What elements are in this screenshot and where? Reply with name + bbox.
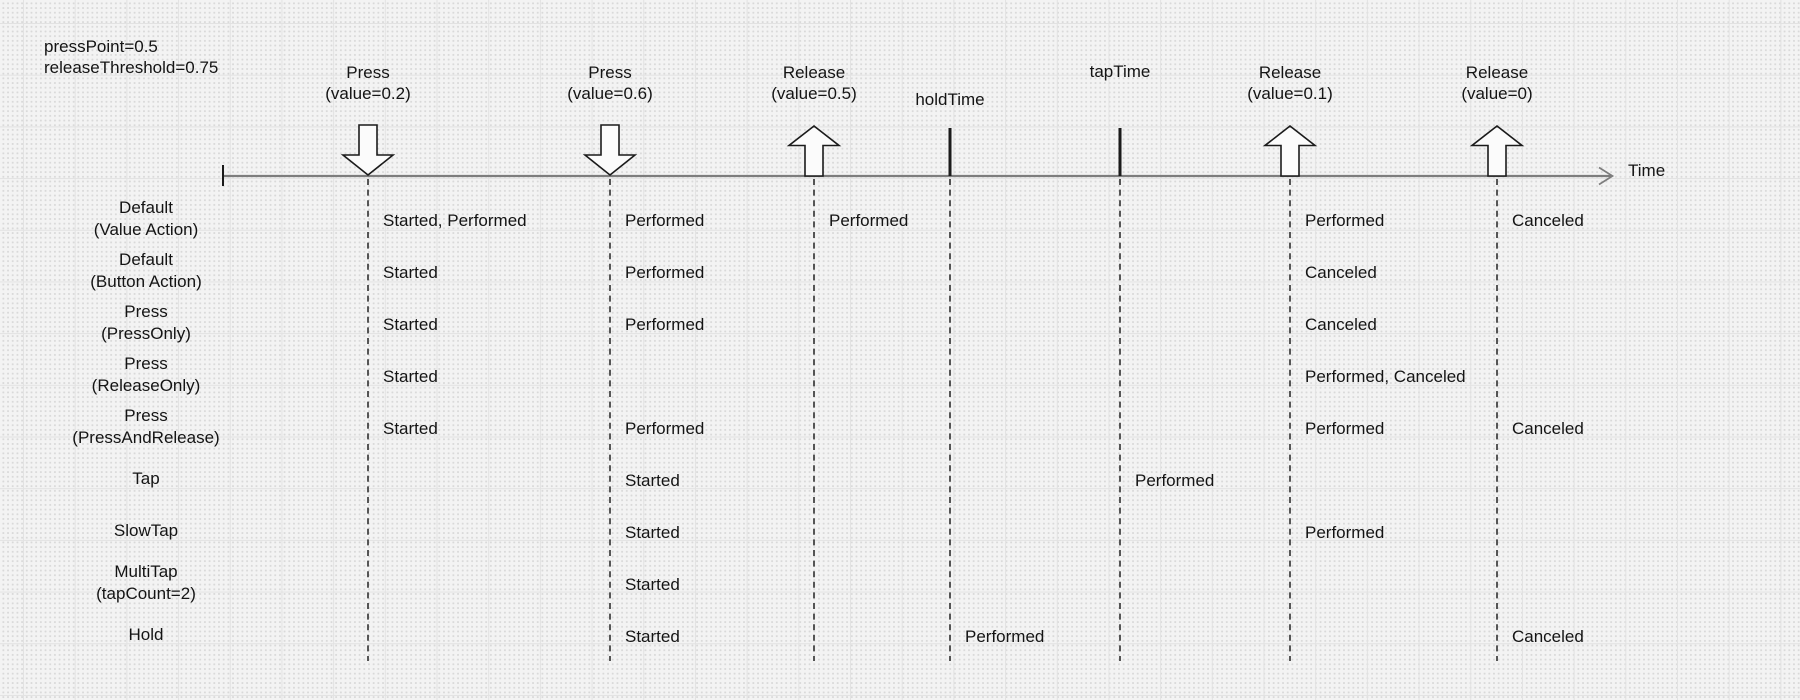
time-axis-label: Time xyxy=(1628,161,1666,180)
event-value-label: (value=0.1) xyxy=(1247,84,1333,103)
row-label-default-buttonaction: Default (Button Action) xyxy=(90,249,202,293)
row-name: Tap xyxy=(132,469,160,488)
press-arrow-down-icon xyxy=(340,124,396,177)
axis-arrowhead-icon xyxy=(1598,166,1615,186)
row-variant: (PressAndRelease) xyxy=(72,428,220,447)
row-name: Default xyxy=(119,198,173,217)
event-value-label: (value=0.5) xyxy=(771,84,857,103)
row-name: Default xyxy=(119,250,173,269)
release-threshold-label: releaseThreshold=0.75 xyxy=(44,58,219,77)
event-label: Press xyxy=(346,63,390,82)
phase-cell: Canceled xyxy=(1512,419,1584,438)
event-label: Release xyxy=(782,63,846,82)
event-title-tap-time: tapTime xyxy=(1090,61,1151,82)
row-name: Hold xyxy=(128,625,164,644)
event-title-release-value-0.1: Release (value=0.1) xyxy=(1247,62,1333,104)
row-variant: (tapCount=2) xyxy=(96,584,196,603)
phase-cell: Performed xyxy=(1305,419,1385,438)
phase-cell: Started xyxy=(383,419,438,438)
phase-cell: Performed xyxy=(1305,523,1385,542)
event-label: Release xyxy=(1465,63,1529,82)
row-variant: (Button Action) xyxy=(90,272,202,291)
row-label-default-valueaction: Default (Value Action) xyxy=(94,197,199,241)
phase-cell: Started, Performed xyxy=(383,211,527,230)
phase-cell: Canceled xyxy=(1305,263,1377,282)
event-title-press-value-0.6: Press (value=0.6) xyxy=(567,62,653,104)
event-title-release-value-0.5: Release (value=0.5) xyxy=(771,62,857,104)
phase-cell: Started xyxy=(625,471,680,490)
event-title-hold-time: holdTime xyxy=(915,89,984,110)
row-label-press-pressandrelease: Press (PressAndRelease) xyxy=(72,405,219,449)
phase-cell: Started xyxy=(383,367,438,386)
phase-cell: Canceled xyxy=(1512,211,1584,230)
phase-cell: Started xyxy=(625,575,680,594)
phase-cell: Started xyxy=(383,315,438,334)
row-variant: (ReleaseOnly) xyxy=(91,376,201,395)
row-name: Press xyxy=(124,406,168,425)
row-name: MultiTap xyxy=(114,562,178,581)
phase-cell: Performed xyxy=(625,263,705,282)
event-label: Release xyxy=(1258,63,1322,82)
row-label-tap: Tap xyxy=(132,468,159,490)
phase-cell: Performed xyxy=(1135,471,1215,490)
event-label: Press xyxy=(588,63,632,82)
release-arrow-up-icon xyxy=(786,124,842,177)
config-labels: pressPoint=0.5 releaseThreshold=0.75 xyxy=(44,36,218,78)
event-value-label: (value=0.2) xyxy=(325,84,411,103)
row-label-press-pressonly: Press (PressOnly) xyxy=(101,301,191,345)
event-label: tapTime xyxy=(1089,62,1151,81)
phase-cell: Performed xyxy=(625,419,705,438)
phase-cell: Started xyxy=(625,627,680,646)
phase-cell: Performed xyxy=(1305,211,1385,230)
row-variant: (Value Action) xyxy=(93,220,199,239)
event-label: holdTime xyxy=(915,90,985,109)
phase-cell: Performed xyxy=(625,211,705,230)
event-title-release-value-0: Release (value=0) xyxy=(1461,62,1532,104)
phase-cell: Started xyxy=(383,263,438,282)
phase-cell: Performed xyxy=(625,315,705,334)
row-name: Press xyxy=(124,354,168,373)
release-arrow-up-icon xyxy=(1469,124,1525,177)
phase-cell: Performed xyxy=(965,627,1045,646)
row-name: SlowTap xyxy=(113,521,179,540)
press-arrow-down-icon xyxy=(582,124,638,177)
row-label-slowtap: SlowTap xyxy=(114,520,178,542)
row-label-hold: Hold xyxy=(129,624,164,646)
phase-cell: Performed xyxy=(829,211,909,230)
event-value-label: (value=0) xyxy=(1461,84,1533,103)
phase-cell: Canceled xyxy=(1512,627,1584,646)
row-label-press-releaseonly: Press (ReleaseOnly) xyxy=(92,353,201,397)
row-variant: (PressOnly) xyxy=(101,324,191,343)
phase-cell: Canceled xyxy=(1305,315,1377,334)
phase-cell: Started xyxy=(625,523,680,542)
release-arrow-up-icon xyxy=(1262,124,1318,177)
row-name: Press xyxy=(124,302,168,321)
event-title-press-value-0.2: Press (value=0.2) xyxy=(325,62,411,104)
phase-cell: Performed, Canceled xyxy=(1305,367,1466,386)
event-value-label: (value=0.6) xyxy=(567,84,653,103)
press-point-label: pressPoint=0.5 xyxy=(44,37,158,56)
row-label-multitap-tapcount2: MultiTap (tapCount=2) xyxy=(96,561,196,605)
